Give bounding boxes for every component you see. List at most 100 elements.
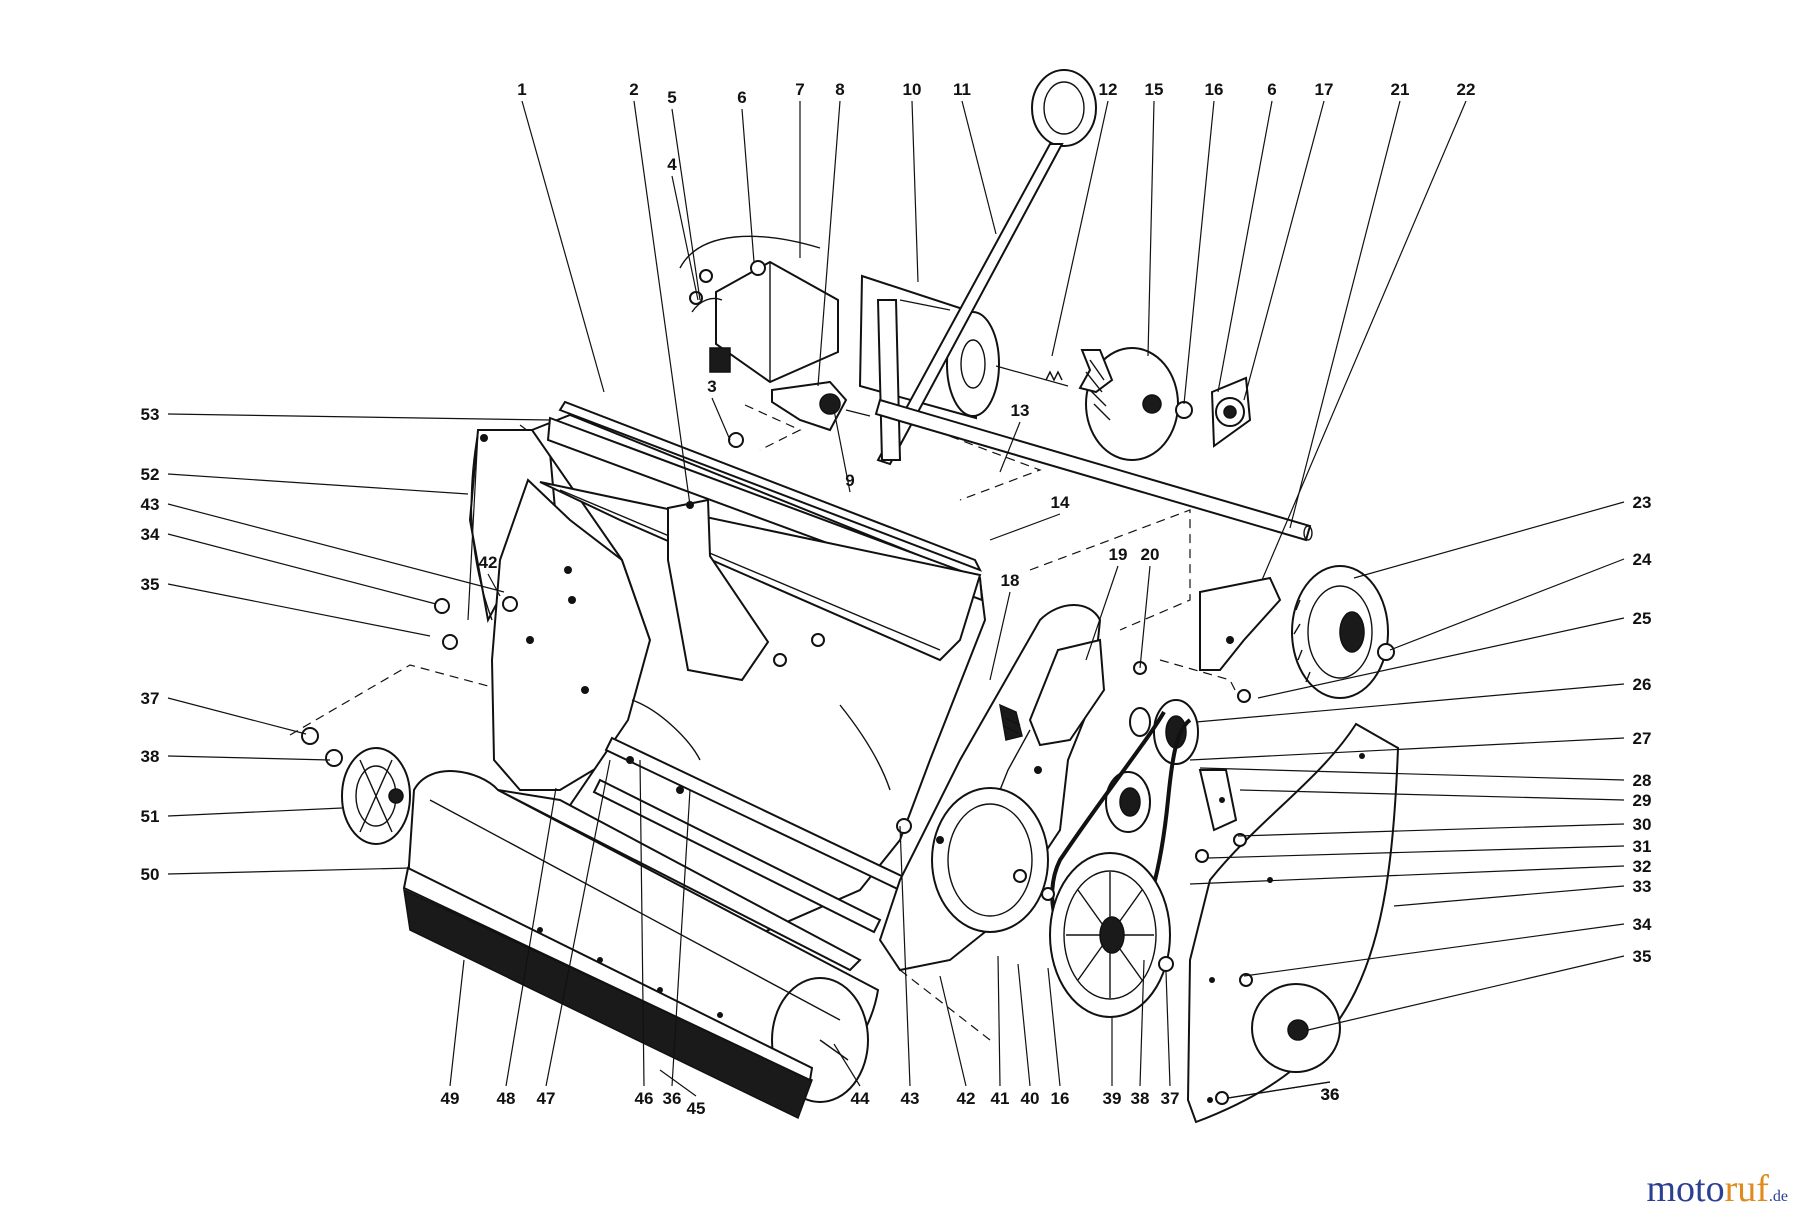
callout-number: 34: [1633, 915, 1652, 934]
callout-number: 27: [1633, 729, 1652, 748]
callout-number: 24: [1633, 550, 1652, 569]
hardware-fasteners: [434, 432, 1253, 1105]
leader-line: [1189, 737, 1625, 761]
leader-line: [997, 955, 1001, 1087]
leader-line: [989, 591, 1011, 681]
callout-number: 34: [141, 525, 160, 544]
callout-number: 37: [141, 689, 160, 708]
leader-line: [961, 100, 997, 235]
leader-line: [899, 825, 911, 1087]
callout-number: 46: [635, 1089, 654, 1108]
leader-line: [939, 975, 967, 1087]
bearing-plate: [1175, 376, 1252, 448]
callout-number: 20: [1141, 545, 1160, 564]
front-baffle: [667, 498, 770, 682]
bearing-hub-left: [301, 727, 411, 845]
leader-line: [659, 1069, 697, 1097]
callout-number: 42: [957, 1089, 976, 1108]
callout-number: 51: [141, 807, 160, 826]
callout-number: 13: [1011, 401, 1030, 420]
angle-bars: [497, 736, 912, 972]
switch-bracket: [771, 380, 871, 432]
callout-number: 38: [141, 747, 160, 766]
callout-number: 19: [1109, 545, 1128, 564]
callout-number: 5: [667, 88, 676, 107]
leader-line: [671, 789, 691, 1087]
leader-line: [1217, 100, 1273, 393]
leader-line: [1147, 100, 1155, 357]
leader-line: [1239, 789, 1625, 801]
callout-number: 1: [517, 80, 526, 99]
leader-line: [1183, 100, 1215, 405]
callout-number: 32: [1633, 857, 1652, 876]
leader-line: [1085, 565, 1119, 661]
belt-cover: [1186, 722, 1400, 1124]
leader-line: [167, 583, 431, 637]
callout-number: 26: [1633, 675, 1652, 694]
callout-number: 38: [1131, 1089, 1150, 1108]
leader-line: [1195, 683, 1625, 723]
leader-line: [505, 787, 557, 1087]
callout-number: 31: [1633, 837, 1652, 856]
callout-number: 39: [1103, 1089, 1122, 1108]
callout-number: 48: [497, 1089, 516, 1108]
callout-number: 3: [707, 377, 716, 396]
callout-number: 11: [953, 80, 971, 99]
leader-line: [1389, 558, 1625, 651]
callout-number: 25: [1633, 609, 1652, 628]
callout-number: 15: [1145, 80, 1164, 99]
callout-number: 36: [663, 1089, 682, 1108]
cross-rod: [874, 398, 1313, 542]
leader-line: [711, 397, 731, 441]
leader-line: [1189, 865, 1625, 885]
callout-number: 52: [141, 465, 160, 484]
leader-line: [833, 409, 851, 493]
callout-number: 6: [1267, 80, 1276, 99]
leader-line: [999, 421, 1021, 473]
leader-line: [911, 100, 919, 283]
watermark-part-3: .de: [1768, 1188, 1788, 1205]
leader-line: [167, 503, 505, 593]
callout-number: 36: [1321, 1085, 1340, 1104]
leader-line: [633, 100, 691, 506]
rubber-blade: [402, 866, 814, 1120]
leader-line: [1307, 955, 1625, 1031]
callout-number: 2: [629, 80, 638, 99]
leader-line: [167, 807, 343, 817]
callout-number: 28: [1633, 771, 1652, 790]
leader-line: [545, 759, 611, 1087]
leader-line: [1165, 971, 1171, 1087]
callout-number: 6: [737, 88, 746, 107]
idler-pulley: [1105, 771, 1151, 833]
leader-lines: [167, 100, 1625, 1099]
leader-line: [487, 573, 501, 597]
leader-line: [671, 175, 699, 301]
cooling-fan: [1078, 347, 1179, 461]
callout-number: 42: [479, 553, 498, 572]
leader-line: [167, 413, 551, 421]
watermark-part-1: moto: [1646, 1168, 1725, 1210]
callout-number: 7: [795, 80, 804, 99]
leader-line: [1353, 501, 1625, 579]
callout-number: 14: [1051, 493, 1070, 512]
callout-number: 21: [1391, 80, 1410, 99]
leader-line: [1261, 100, 1467, 581]
leader-line: [1139, 565, 1151, 669]
leader-line: [167, 755, 331, 761]
callout-number: 53: [141, 405, 160, 424]
switch-box: [679, 235, 839, 384]
callout-number: 8: [835, 80, 844, 99]
leader-line: [1227, 1081, 1331, 1099]
callout-number: 16: [1051, 1089, 1070, 1108]
leader-line: [1257, 617, 1625, 699]
leader-line: [1047, 967, 1061, 1087]
leader-line: [671, 108, 701, 301]
callout-number: 16: [1205, 80, 1224, 99]
leader-line: [817, 100, 841, 387]
callout-number: 37: [1161, 1089, 1180, 1108]
handle-rod: [876, 69, 1097, 466]
callout-number: 41: [991, 1089, 1010, 1108]
leader-line: [167, 867, 411, 875]
callout-number: 17: [1315, 80, 1334, 99]
